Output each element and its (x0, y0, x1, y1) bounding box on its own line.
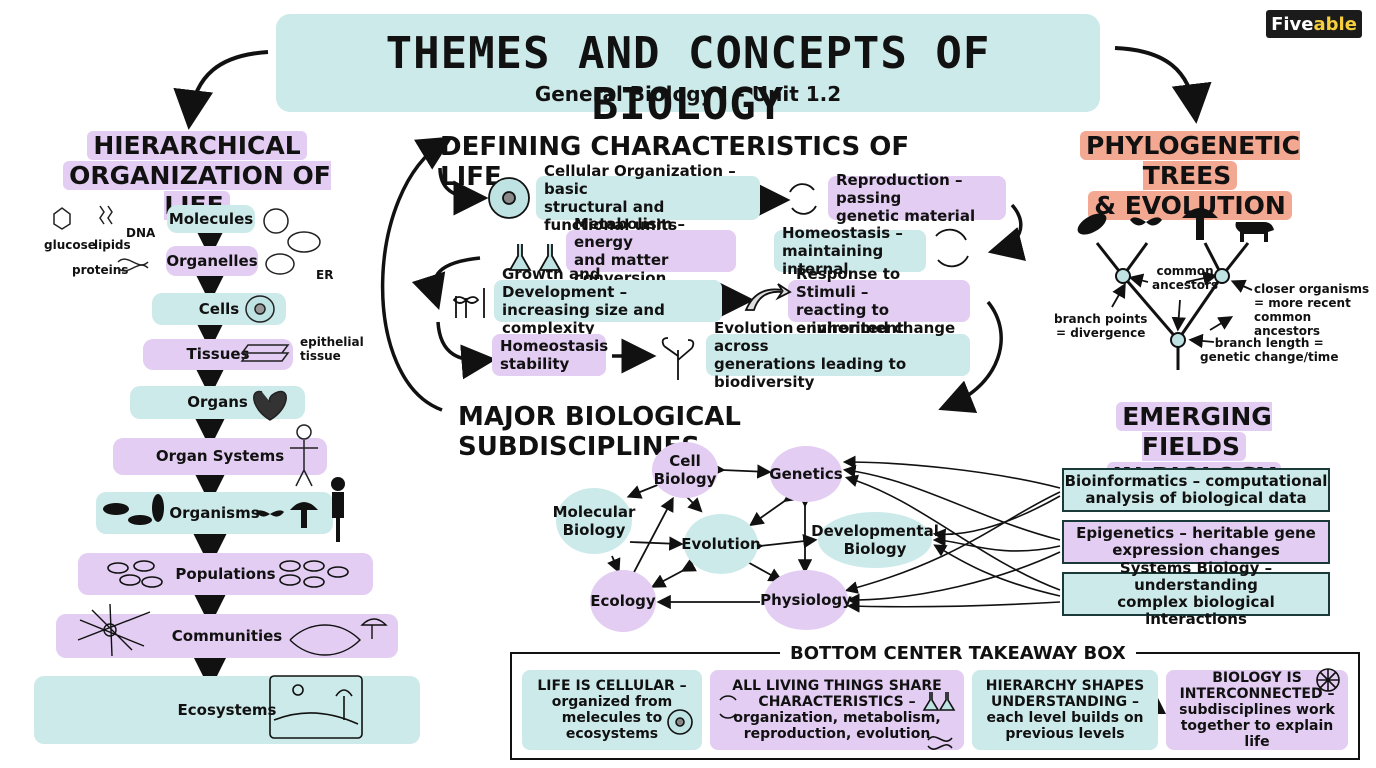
level-cells: Cells (152, 293, 286, 325)
node-genetics: Genetics (769, 446, 843, 502)
title-banner: THEMES AND CONCEPTS OF BIOLOGY General B… (276, 14, 1100, 130)
branch-points-label: branch points= divergence (1054, 312, 1148, 340)
level-communities: Communities (56, 614, 398, 658)
char-response-stimuli: Response to Stimuli –reacting to environ… (788, 265, 970, 337)
level-ecosystems: Ecosystems (34, 676, 420, 744)
dna-label: DNA (126, 226, 156, 240)
phylo-node-circles (1115, 268, 1230, 348)
node-evolution: Evolution (681, 514, 761, 574)
page-title: THEMES AND CONCEPTS OF BIOLOGY (385, 28, 991, 130)
proteins-label: proteins (72, 263, 129, 277)
emerging-connectors (842, 455, 1061, 613)
char-homeostasis-internal: Homeostasis –maintaining internal (774, 224, 926, 278)
level-molecules: Molecules (167, 205, 255, 233)
node-physiology: Physiology (760, 570, 852, 630)
arrow-title-left (173, 50, 269, 130)
level-organs: Organs (130, 386, 305, 419)
network-one-way-arrows (607, 483, 760, 610)
er-label: ER (316, 268, 334, 282)
char-growth-development: Growth and Development –increasing size … (494, 265, 722, 337)
level-populations: Populations (78, 553, 373, 595)
level-organisms: Organisms (96, 492, 333, 534)
characteristics-title: DEFINING CHARACTERISTICS OF LIFE (440, 132, 910, 192)
phylogeny-title: PHYLOGENETIC TREES & EVOLUTION (1040, 131, 1340, 221)
lipids-label: lipids (94, 238, 131, 252)
page-subtitle: General Biology I – Unit 1.2 (534, 82, 842, 106)
takeaway-title: BOTTOM CENTER TAKEAWAY BOX (780, 643, 1136, 664)
node-ecology: Ecology (590, 570, 656, 632)
characteristics-arrows (380, 136, 1027, 414)
level-organ-systems: Organ Systems (113, 438, 327, 475)
level-organelles: Organelles (166, 246, 258, 276)
level-tissues: Tissues (143, 339, 293, 370)
network-arrows (650, 462, 818, 588)
glucose-label: glucose (44, 238, 96, 252)
phylo-label-arrows (1111, 271, 1253, 349)
arrow-title-right (1114, 46, 1212, 124)
branch-length-label: branch length =genetic change/time (1200, 336, 1339, 364)
